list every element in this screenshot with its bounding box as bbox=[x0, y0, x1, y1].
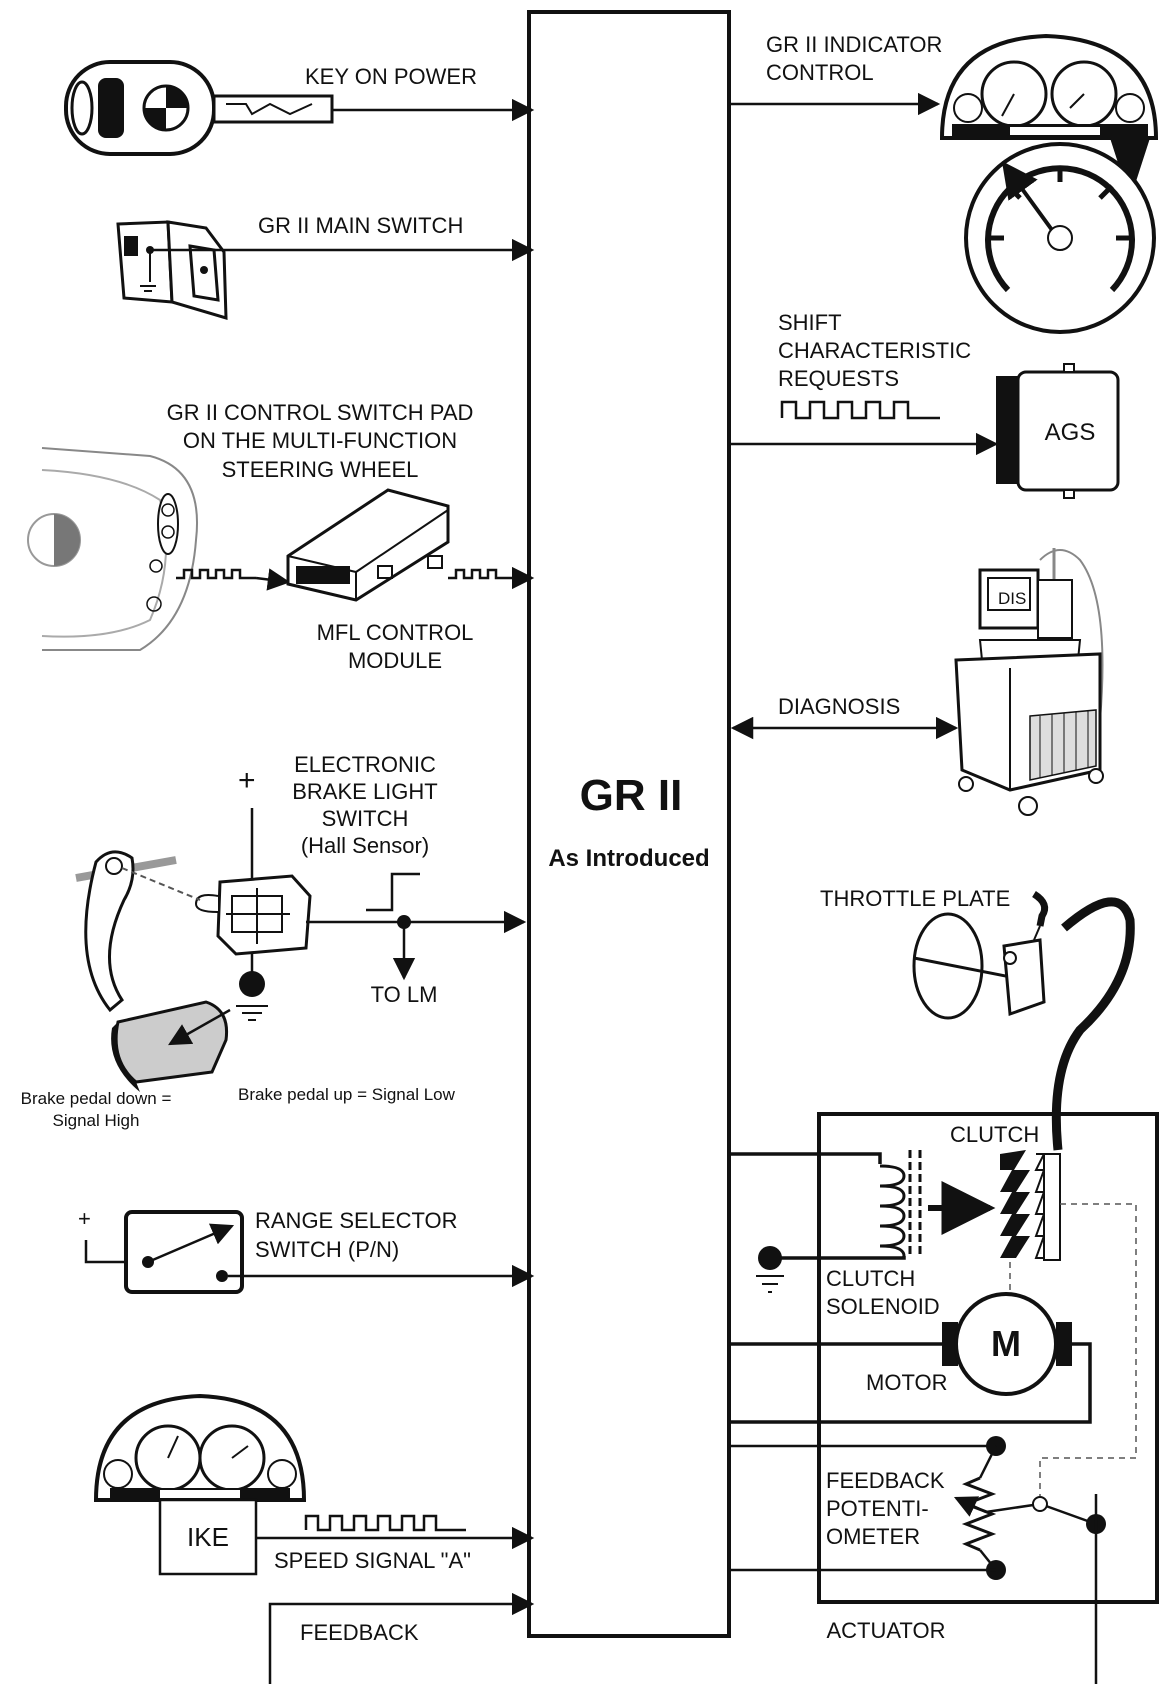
brake-up-label: Brake pedal up = Signal Low bbox=[238, 1085, 456, 1104]
gauge-icon bbox=[966, 144, 1154, 332]
module-icon bbox=[288, 490, 448, 600]
diagnosis-label: DIAGNOSIS bbox=[778, 694, 900, 719]
gr-ii-title: GR II bbox=[580, 771, 683, 820]
indicator-label-line1: GR II INDICATOR bbox=[766, 32, 942, 57]
ags-label: AGS bbox=[1045, 419, 1096, 446]
brake-switch-label-line1: ELECTRONIC bbox=[294, 752, 436, 777]
feedback-label: FEEDBACK bbox=[300, 1620, 419, 1645]
throttle-plate-icon bbox=[914, 894, 1045, 1018]
clutch-label: CLUTCH bbox=[950, 1122, 1039, 1147]
main-switch-label: GR II MAIN SWITCH bbox=[258, 213, 463, 238]
clutch-solenoid-label-line1: CLUTCH bbox=[826, 1266, 915, 1291]
mfl-module-label-line1: MFL CONTROL bbox=[317, 620, 474, 645]
feedback-pot-label-line1: FEEDBACK bbox=[826, 1468, 945, 1493]
motor-symbol: M bbox=[991, 1323, 1021, 1364]
shift-requests-label-line3: REQUESTS bbox=[778, 366, 899, 391]
throttle-plate-label: THROTTLE PLATE bbox=[820, 886, 1010, 911]
feedback-pot-label-line3: OMETER bbox=[826, 1524, 920, 1549]
diagnostic-station-icon bbox=[956, 548, 1103, 815]
switch-pad-label-line3: STEERING WHEEL bbox=[222, 457, 419, 482]
switch-pad-label-line2: ON THE MULTI-FUNCTION bbox=[183, 428, 457, 453]
range-selector-label-line2: SWITCH (P/N) bbox=[255, 1237, 399, 1262]
brake-pedal-icon bbox=[76, 852, 230, 1092]
instrument-cluster-icon bbox=[96, 1396, 304, 1500]
potentiometer-icon bbox=[956, 1478, 992, 1550]
feedback-pot-label-line2: POTENTI- bbox=[826, 1496, 929, 1521]
key-on-power-label: KEY ON POWER bbox=[305, 64, 477, 89]
to-lm-label: TO LM bbox=[371, 982, 438, 1007]
brake-switch-label-line3: SWITCH bbox=[322, 806, 409, 831]
actuator-label: ACTUATOR bbox=[827, 1618, 946, 1643]
dis-label: DIS bbox=[998, 589, 1026, 608]
speed-signal-label: SPEED SIGNAL "A" bbox=[274, 1548, 471, 1573]
brake-down-label-line1: Brake pedal down = bbox=[21, 1089, 172, 1108]
clutch-icon bbox=[1000, 1150, 1060, 1260]
gr-ii-subtitle: As Introduced bbox=[548, 845, 709, 872]
key-icon bbox=[66, 62, 332, 154]
steering-wheel-icon bbox=[28, 448, 197, 650]
range-plus-sign: + bbox=[78, 1206, 91, 1231]
ike-label: IKE bbox=[187, 1522, 229, 1552]
switch-icon bbox=[118, 222, 226, 318]
brake-down-label-line2: Signal High bbox=[53, 1111, 140, 1130]
motor-label: MOTOR bbox=[866, 1370, 947, 1395]
indicator-label-line2: CONTROL bbox=[766, 60, 874, 85]
shift-requests-label-line2: CHARACTERISTIC bbox=[778, 338, 971, 363]
indicator-cluster-icon bbox=[942, 36, 1156, 138]
brake-switch-label-line4: (Hall Sensor) bbox=[301, 833, 429, 858]
shift-requests-label-line1: SHIFT bbox=[778, 310, 842, 335]
gr-ii-control-unit bbox=[529, 12, 729, 1636]
range-selector-label-line1: RANGE SELECTOR bbox=[255, 1208, 458, 1233]
clutch-solenoid-label-line2: SOLENOID bbox=[826, 1294, 940, 1319]
solenoid-icon bbox=[880, 1150, 920, 1258]
mfl-module-label-line2: MODULE bbox=[348, 648, 442, 673]
hall-sensor-icon bbox=[196, 876, 310, 954]
switch-pad-label-line1: GR II CONTROL SWITCH PAD bbox=[167, 400, 474, 425]
brake-plus-sign: + bbox=[238, 764, 256, 797]
brake-switch-label-line2: BRAKE LIGHT bbox=[292, 779, 437, 804]
